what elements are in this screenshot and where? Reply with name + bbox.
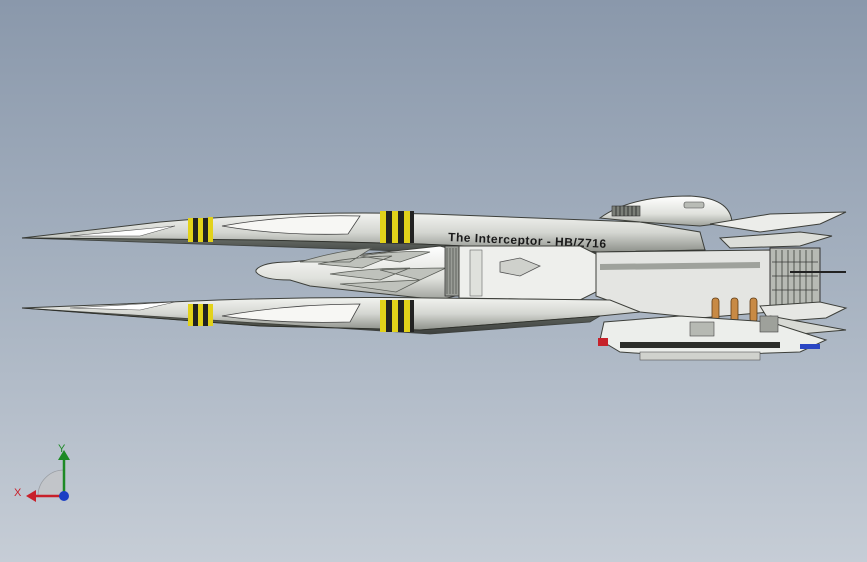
canopy [598,195,733,227]
belly-pod [598,315,828,361]
triad-plane [37,469,65,497]
rear-fin-upper [709,211,847,249]
central-core [255,245,597,301]
yellow-stripes-lower-mid [380,300,414,332]
yellow-stripes-lower-front [188,304,213,326]
z-axis-dot [59,491,69,501]
view-orientation-triad[interactable]: Y X [12,440,92,520]
x-axis-label: X [14,487,22,499]
y-axis-label: Y [58,443,66,455]
yellow-stripes-upper-mid [380,211,414,243]
x-axis-head [26,490,36,502]
lower-lance [21,297,641,335]
copper-pipes [711,297,758,323]
y-axis-head [58,450,70,460]
yellow-stripes-upper-front [188,217,213,242]
engine-block [595,247,846,323]
